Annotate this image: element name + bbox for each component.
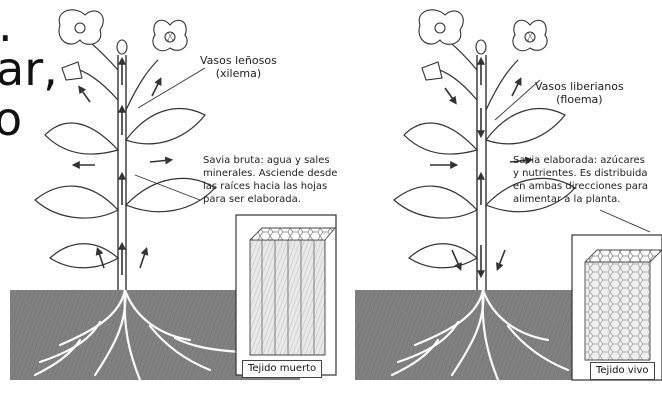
dead-tissue-label: Tejido muerto xyxy=(242,360,322,378)
raw-sap-line-1: Savia bruta: agua y sales xyxy=(203,154,353,167)
elaborated-sap-line-3: en ambas direcciones para xyxy=(513,180,662,193)
elaborated-sap-line-2: y nutrientes. Es distribuida xyxy=(513,167,662,180)
elaborated-sap-line-1: Savia elaborada: azúcares xyxy=(513,154,662,167)
raw-sap-line-4: para ser elaborada. xyxy=(203,193,353,206)
xylem-tissue-illustration xyxy=(236,215,336,375)
live-tissue-label: Tejido vivo xyxy=(590,362,655,380)
xylem-vessel-name: Vasos leñosos xyxy=(200,54,277,67)
cropped-text-line-3: o xyxy=(0,96,22,142)
right-flowers xyxy=(419,10,547,80)
right-vessel-label: Vasos liberianos (floema) xyxy=(535,80,624,106)
phloem-tissue-illustration xyxy=(572,235,662,380)
cropped-text-line-2: ar, xyxy=(0,46,58,92)
xylem-vessel-type: (xilema) xyxy=(200,67,277,80)
phloem-vessel-type: (floema) xyxy=(535,93,624,106)
elaborated-sap-description: Savia elaborada: azúcares y nutrientes. … xyxy=(513,154,662,206)
phloem-vessel-name: Vasos liberianos xyxy=(535,80,624,93)
left-sap-arrows xyxy=(75,60,170,275)
left-flowers xyxy=(59,10,187,80)
raw-sap-line-3: las raíces hacia las hojas xyxy=(203,180,353,193)
left-leaves xyxy=(35,109,215,268)
raw-sap-line-2: minerales. Asciende desde xyxy=(203,167,353,180)
elaborated-sap-line-4: alimentar a la planta. xyxy=(513,193,662,206)
left-vessel-label: Vasos leñosos (xilema) xyxy=(200,54,277,80)
raw-sap-description: Savia bruta: agua y sales minerales. Asc… xyxy=(203,154,353,206)
